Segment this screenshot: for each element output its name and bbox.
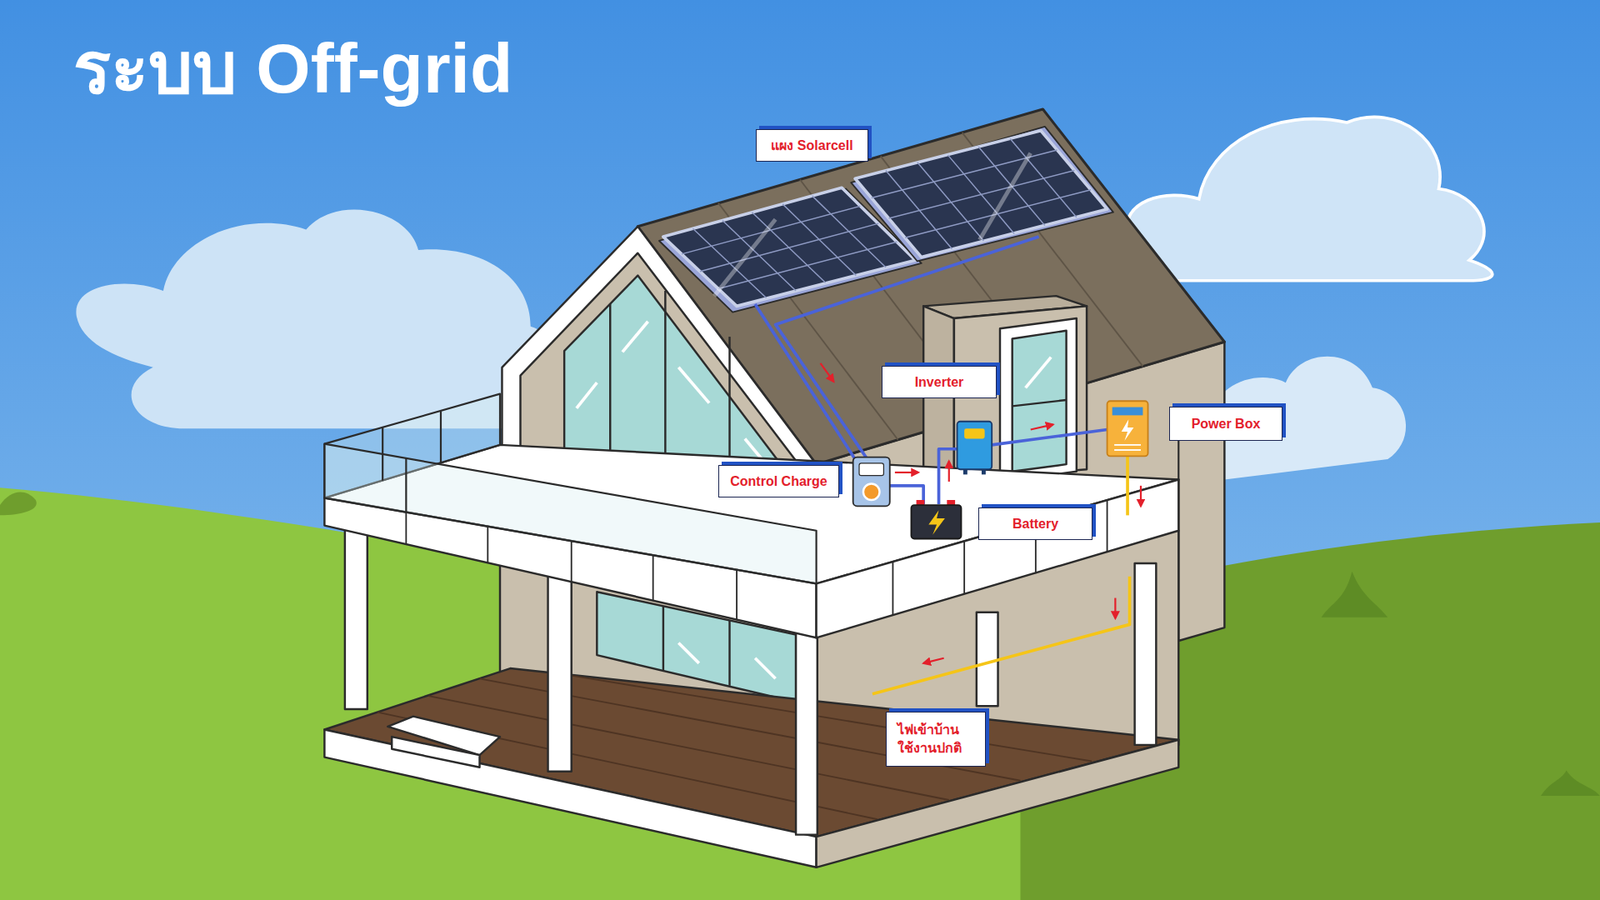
lower-floor bbox=[816, 740, 1180, 868]
grass bbox=[1321, 571, 1389, 618]
solar-panel bbox=[871, 139, 1091, 250]
columns bbox=[345, 522, 368, 710]
power-box-icon bbox=[1112, 407, 1144, 416]
grass bbox=[1540, 770, 1600, 796]
lower-floor bbox=[678, 642, 699, 663]
component-tag: แผง Solarcell bbox=[755, 129, 869, 162]
solar-panel bbox=[855, 130, 1107, 258]
flow-arrow bbox=[1030, 424, 1054, 430]
flow-arrow bbox=[1140, 485, 1142, 506]
control-charge-icon bbox=[853, 457, 890, 507]
flow-arrow bbox=[820, 363, 1140, 664]
solar-panel bbox=[681, 195, 897, 298]
glass-railing bbox=[324, 394, 1179, 585]
battery-icon bbox=[910, 500, 961, 540]
dormer bbox=[1012, 330, 1067, 472]
solar-panel bbox=[980, 153, 1031, 240]
solar-panel bbox=[718, 241, 897, 289]
solar-panel bbox=[885, 170, 953, 249]
lower-floor bbox=[391, 736, 480, 768]
power-box-icon bbox=[1114, 444, 1141, 446]
lower-floor bbox=[324, 668, 1179, 837]
clouds bbox=[75, 209, 561, 429]
inverter-icon bbox=[963, 469, 968, 475]
solar-panel bbox=[889, 170, 1075, 219]
component-tag: Control Charge bbox=[718, 465, 840, 498]
tag-label: ไฟเข้าบ้าน ใช้งานปกติ bbox=[897, 720, 975, 757]
columns bbox=[1135, 563, 1157, 745]
battery-icon bbox=[928, 510, 945, 535]
glass-railing bbox=[440, 410, 442, 463]
inverter-icon bbox=[957, 421, 993, 475]
flow-arrow bbox=[923, 658, 944, 664]
component-tag: Battery bbox=[978, 507, 1093, 540]
upper-deck bbox=[963, 540, 965, 595]
gable-window bbox=[576, 382, 597, 409]
tag-label: Battery bbox=[1012, 515, 1059, 534]
glass-railing bbox=[381, 427, 384, 481]
solar-panel bbox=[714, 219, 775, 296]
columns bbox=[976, 612, 999, 707]
solar-panel bbox=[850, 126, 1114, 262]
wires bbox=[1125, 455, 1130, 515]
flow-arrow bbox=[1114, 598, 1116, 619]
grass bbox=[0, 491, 37, 515]
tag-label: Inverter bbox=[915, 373, 965, 392]
dormer bbox=[1000, 318, 1077, 482]
inverter-icon bbox=[964, 428, 985, 439]
glass-railing bbox=[405, 458, 407, 513]
wires bbox=[755, 304, 855, 460]
solar-panel bbox=[659, 126, 1114, 313]
gable-window bbox=[622, 321, 649, 353]
component-tag: Inverter bbox=[881, 365, 997, 399]
upper-deck bbox=[735, 569, 738, 620]
control-charge-icon bbox=[853, 457, 890, 507]
lower-floor bbox=[571, 675, 1092, 762]
power-box-icon bbox=[1121, 419, 1135, 441]
inverter-icon bbox=[957, 421, 993, 470]
gable-window bbox=[678, 367, 710, 404]
upper-deck bbox=[405, 512, 407, 545]
control-charge-icon bbox=[863, 483, 880, 500]
inverter-icon bbox=[981, 469, 986, 475]
tag-label: แผง Solarcell bbox=[770, 136, 853, 155]
solar-panel bbox=[700, 223, 879, 272]
solar-panel bbox=[681, 205, 860, 255]
dormer bbox=[1012, 400, 1067, 406]
gable-window bbox=[576, 321, 771, 470]
flow-arrow bbox=[895, 471, 919, 474]
upper-deck bbox=[652, 555, 655, 600]
flow-arrow bbox=[948, 460, 950, 481]
power-box-icon bbox=[1114, 449, 1141, 451]
wires bbox=[991, 430, 1107, 445]
component-tag: Power Box bbox=[1169, 406, 1283, 441]
tag-label: Power Box bbox=[1191, 415, 1261, 434]
tag-label: Control Charge bbox=[730, 472, 827, 491]
flow-arrow bbox=[820, 363, 834, 382]
upper-deck bbox=[486, 526, 489, 564]
solar-panel bbox=[905, 190, 1091, 239]
lower-floor bbox=[755, 658, 775, 679]
diagram-title: ระบบ Off-grid bbox=[73, 28, 513, 110]
component-tag: ไฟเข้าบ้าน ใช้งานปกติ bbox=[885, 711, 986, 767]
power-box-icon bbox=[1107, 400, 1149, 456]
wires bbox=[939, 449, 960, 505]
upper-deck bbox=[892, 560, 895, 615]
wires bbox=[775, 236, 1040, 460]
lower-floor bbox=[662, 605, 665, 670]
columns bbox=[548, 559, 572, 772]
lower-floor bbox=[728, 620, 730, 685]
battery-icon bbox=[910, 505, 961, 539]
upper-deck bbox=[1106, 500, 1109, 552]
control-charge-icon bbox=[859, 463, 884, 476]
dormer bbox=[1025, 357, 1052, 389]
wires bbox=[872, 576, 1130, 695]
upper-deck bbox=[570, 540, 573, 582]
solar-panel bbox=[917, 162, 985, 241]
power-box-icon bbox=[1107, 400, 1149, 456]
